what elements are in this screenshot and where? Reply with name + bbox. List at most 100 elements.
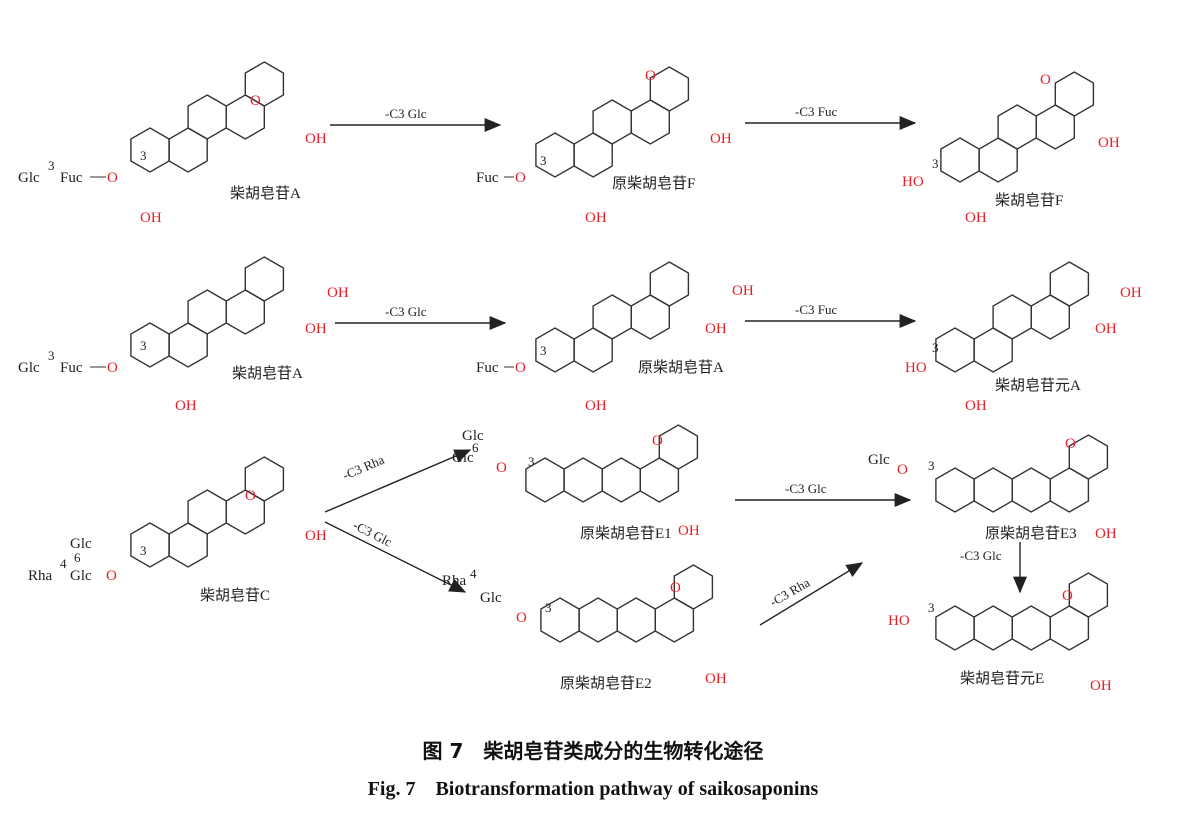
compound-name: 柴胡皂苷元A bbox=[995, 377, 1081, 394]
ring-bond bbox=[244, 61, 285, 107]
arrow-label: -C3 Glc bbox=[351, 517, 395, 549]
hydroxyl-label: OH bbox=[140, 210, 162, 226]
ring-bond bbox=[1049, 467, 1090, 513]
position-label: 3 bbox=[928, 458, 935, 473]
ring-bond bbox=[1049, 605, 1090, 651]
compound-name: 柴胡皂苷C bbox=[200, 587, 270, 604]
sugar-label: Rha bbox=[442, 573, 467, 589]
ring-bond bbox=[673, 564, 714, 610]
hydroxyl-label: HO bbox=[905, 360, 927, 376]
hydroxyl-label: OH bbox=[678, 523, 700, 539]
compound-name: 原柴胡皂苷E2 bbox=[560, 675, 652, 692]
ring-bond bbox=[940, 137, 980, 183]
sugar-label: Glc bbox=[462, 428, 484, 444]
compound-saikogenin-e: HO 3 OH O 柴胡皂苷元E bbox=[888, 588, 1112, 694]
compound-name: 原柴胡皂苷A bbox=[638, 359, 724, 376]
hydroxyl-label: OH bbox=[1120, 285, 1142, 301]
ring-bond bbox=[1011, 605, 1051, 651]
ring-bond bbox=[973, 327, 1013, 373]
ring-bond bbox=[1030, 294, 1070, 340]
hydroxyl-label: OH bbox=[1095, 321, 1117, 337]
hydroxyl-label: OH bbox=[585, 398, 607, 414]
ring-bond bbox=[592, 294, 632, 340]
hydroxyl-label: OH bbox=[1095, 526, 1117, 542]
compound-saikosaponin-c: Glc 6 Rha 4 Glc O 3 OH O 柴胡皂苷C bbox=[28, 488, 327, 604]
ring-bond bbox=[1011, 467, 1051, 513]
sugar-label: Glc bbox=[70, 536, 92, 552]
hydroxyl-label: HO bbox=[902, 174, 924, 190]
ring-bond bbox=[630, 294, 670, 340]
linkage-label: 6 bbox=[74, 550, 81, 565]
sugar-label: Fuc bbox=[60, 170, 83, 186]
ring-bond bbox=[1054, 71, 1095, 117]
compound-saikosaponin-f: HO 3 OH OH O 柴胡皂苷F bbox=[902, 72, 1120, 226]
arrow-5 bbox=[324, 449, 472, 513]
ring-bond bbox=[187, 289, 227, 335]
ring-bond bbox=[649, 66, 690, 112]
arrow-label: -C3 Glc bbox=[385, 106, 427, 121]
linkage-label: 6 bbox=[472, 440, 479, 455]
bridge-oxygen: O bbox=[245, 488, 256, 504]
compound-name: 柴胡皂苷F bbox=[995, 192, 1063, 209]
bridge-oxygen: O bbox=[670, 580, 681, 596]
hydroxyl-label: OH bbox=[965, 210, 987, 226]
ring-bond bbox=[654, 597, 695, 643]
bridge-oxygen: O bbox=[1040, 72, 1051, 88]
ring-bond bbox=[130, 522, 170, 568]
linkage-label: 3 bbox=[48, 348, 55, 363]
bridge-oxygen: O bbox=[645, 68, 656, 84]
ring-bond bbox=[997, 104, 1037, 150]
hydroxyl-label: OH bbox=[305, 131, 327, 147]
hydroxyl-label: OH bbox=[705, 321, 727, 337]
position-label: 3 bbox=[540, 343, 547, 358]
ether-oxygen: O bbox=[496, 460, 507, 476]
ring-bond bbox=[935, 467, 975, 513]
ring-bond bbox=[592, 99, 632, 145]
position-label: 3 bbox=[140, 148, 147, 163]
hydroxyl-label: OH bbox=[305, 321, 327, 337]
ring-bond bbox=[225, 289, 265, 335]
ring-bond bbox=[187, 94, 227, 140]
ring-bond bbox=[1068, 572, 1109, 618]
sugar-label: Fuc bbox=[476, 360, 499, 376]
arrow-label: -C3 Glc bbox=[960, 548, 1002, 563]
ring-bond bbox=[244, 256, 285, 302]
compound-name: 柴胡皂苷A bbox=[230, 185, 301, 202]
ring-bond bbox=[630, 99, 670, 145]
sugar-label: Glc bbox=[452, 450, 474, 466]
compound-name: 柴胡皂苷元E bbox=[960, 670, 1044, 687]
compound-prosaikogenin-e3: Glc O 3 OH O 原柴胡皂苷E3 bbox=[868, 436, 1117, 542]
compound-saikosaponin-a-2: Glc 3 Fuc O 3 OH OH OH 柴胡皂苷A bbox=[18, 285, 349, 414]
linkage-label: 3 bbox=[48, 158, 55, 173]
ring-bond bbox=[1068, 434, 1109, 480]
bridge-oxygen: O bbox=[250, 93, 261, 109]
position-label: 3 bbox=[928, 600, 935, 615]
ring-bond bbox=[187, 489, 227, 535]
arrow-label: -C3 Fuc bbox=[795, 302, 837, 317]
ether-oxygen: O bbox=[107, 360, 118, 376]
sugar-label: Glc bbox=[18, 360, 40, 376]
ring-bond bbox=[578, 597, 618, 643]
hydroxyl-label: OH bbox=[1098, 135, 1120, 151]
ring-bond bbox=[168, 127, 208, 173]
bridge-oxygen: O bbox=[1065, 436, 1076, 452]
ring-bond bbox=[658, 424, 699, 470]
compound-prosaikogenin-f: Fuc O 3 OH OH O 原柴胡皂苷F bbox=[476, 68, 732, 226]
ring-bond bbox=[573, 132, 613, 178]
ring-bond bbox=[616, 597, 656, 643]
hydroxyl-label: OH bbox=[585, 210, 607, 226]
ether-oxygen: O bbox=[516, 610, 527, 626]
position-label: 3 bbox=[540, 153, 547, 168]
arrow-label: -C3 Glc bbox=[785, 481, 827, 496]
sugar-label: Fuc bbox=[476, 170, 499, 186]
hydroxyl-label: OH bbox=[175, 398, 197, 414]
hydroxyl-label: OH bbox=[705, 671, 727, 687]
arrow-label: -C3 Glc bbox=[385, 304, 427, 319]
arrow-8 bbox=[759, 562, 864, 626]
caption-english: Fig. 7 Biotransformation pathway of saik… bbox=[367, 778, 819, 800]
position-label: 3 bbox=[932, 156, 939, 171]
ether-oxygen: O bbox=[515, 170, 526, 186]
ring-bond bbox=[978, 137, 1018, 183]
compound-name: 原柴胡皂苷F bbox=[612, 175, 695, 192]
